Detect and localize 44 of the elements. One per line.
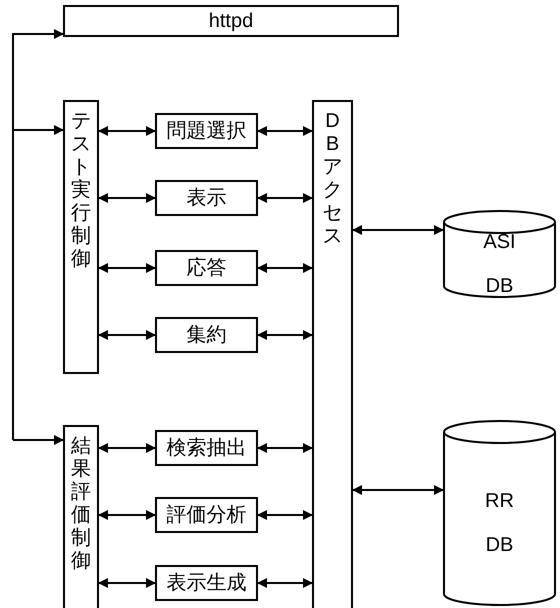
double-arrow [98, 263, 156, 273]
node-label: 結果評価制御 [71, 434, 91, 573]
node-label: 表示生成 [166, 571, 246, 595]
arrow [12, 125, 64, 440]
double-arrow [98, 330, 156, 340]
double-arrow [257, 263, 313, 273]
vertical-box [63, 425, 99, 608]
double-arrow [352, 225, 444, 235]
node-label: httpd [208, 9, 254, 33]
process-box [155, 497, 258, 533]
double-arrow [98, 193, 156, 203]
node-label: テスト実行制御 [71, 109, 91, 271]
process-box [155, 565, 258, 601]
double-arrow [257, 510, 313, 520]
process-box [155, 430, 258, 466]
node-label: 評価分析 [166, 503, 246, 527]
database-cylinder [443, 420, 556, 606]
process-box [155, 317, 258, 353]
double-arrow [352, 485, 444, 495]
double-arrow [98, 578, 156, 588]
process-box [155, 250, 258, 286]
process-box [63, 5, 399, 37]
double-arrow [257, 126, 313, 136]
node-label: 表示 [186, 186, 226, 210]
double-arrow [98, 510, 156, 520]
node-label: ASI DB [482, 230, 517, 299]
node-label: 応答 [186, 256, 226, 280]
double-arrow [98, 126, 156, 136]
node-label: 検索抽出 [166, 436, 246, 460]
vertical-box [312, 100, 353, 608]
node-label: DBアクセス [322, 109, 342, 248]
database-cylinder [443, 210, 556, 298]
double-arrow [98, 443, 156, 453]
double-arrow [257, 330, 313, 340]
node-label: 問題選択 [166, 119, 246, 143]
double-arrow [257, 443, 313, 453]
node-label: 集約 [186, 323, 226, 347]
vertical-box [63, 100, 99, 374]
double-arrow [257, 578, 313, 588]
double-arrow [257, 193, 313, 203]
node-label: RR DB [484, 489, 515, 558]
arrow [12, 435, 64, 445]
process-box [155, 180, 258, 216]
process-box [155, 113, 258, 149]
